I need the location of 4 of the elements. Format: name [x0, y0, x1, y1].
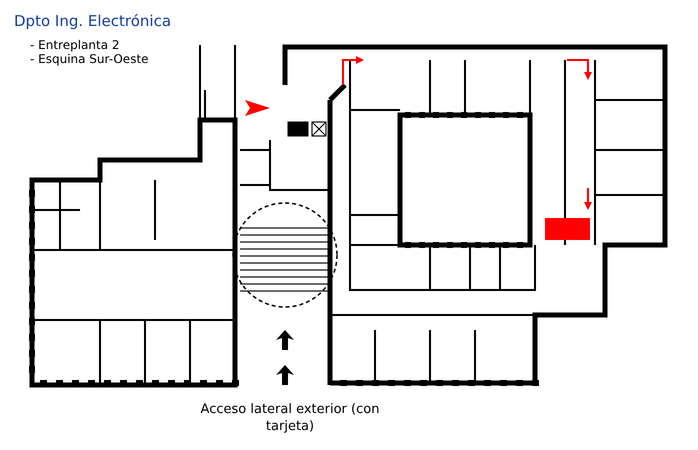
entrance-label: Acceso lateral exterior (con tarjeta) [200, 401, 380, 435]
note-text: - Entreplanta 2 [30, 38, 120, 52]
title: Dpto Ing. Electrónica [14, 12, 172, 30]
note-text: - Esquina Sur-Oeste [30, 52, 149, 66]
